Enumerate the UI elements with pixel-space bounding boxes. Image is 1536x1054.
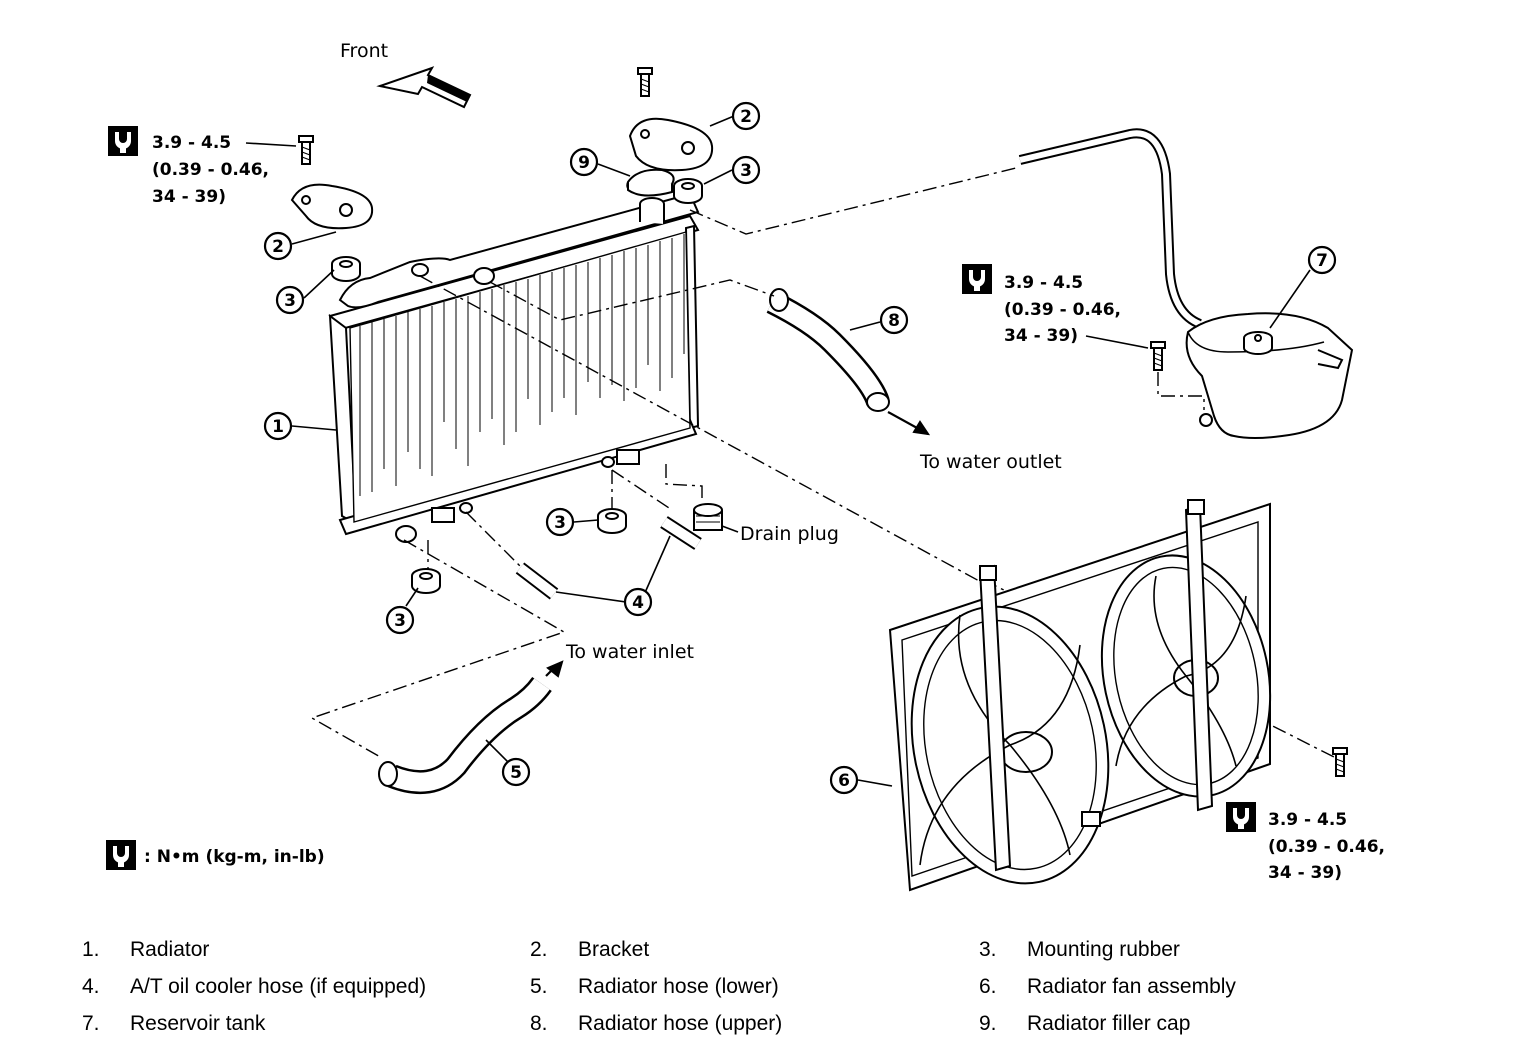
drain-plug-label: Drain plug [740,523,839,545]
legend-text: Radiator hose (lower) [578,975,779,998]
callout-3-left: 3 [275,269,335,315]
svg-text:3: 3 [740,161,752,181]
torque-wrench-icon [1226,802,1256,832]
mounting-rubber-top [673,178,703,204]
callout-3-bottom: 3 [385,587,419,635]
legend-number: 3. [979,938,997,961]
legend-number: 7. [82,1012,100,1035]
torque-value: 3.9 - 4.5 [1268,810,1347,830]
torque-wrench-icon [108,126,138,156]
top-right-hardware [626,67,714,204]
svg-text:2: 2 [740,107,752,127]
svg-text:8: 8 [888,311,900,331]
torque-wrench-icon [962,264,992,294]
torque-kgm: (0.39 - 0.46, [1004,300,1121,320]
radiator-fan-assembly [888,499,1348,892]
units-note-text: : N•m (kg-m, in-lb) [144,847,325,867]
bolt-icon [1150,341,1166,371]
mounting-rubber-left [331,256,361,282]
svg-text:7: 7 [1316,251,1328,271]
legend-text: Radiator fan assembly [1027,975,1236,998]
radiator-hose-upper [766,288,931,436]
radiator-hose-lower [378,660,564,794]
torque-inlb: 34 - 39) [1004,326,1078,346]
svg-text:3: 3 [554,513,566,533]
legend-text: Radiator filler cap [1027,1012,1191,1035]
torque-kgm: (0.39 - 0.46, [1268,837,1385,857]
legend-text: Radiator [130,938,210,961]
torque-spec-fan: 3.9 - 4.5 (0.39 - 0.46, 34 - 39) [1226,802,1385,883]
bracket-left-shape [290,183,374,230]
callout-9: 9 [569,147,631,177]
svg-text:9: 9 [578,153,590,173]
bolt-icon [637,67,653,97]
callout-7: 7 [1269,245,1337,329]
front-direction-arrow-icon [376,66,472,109]
legend-number: 1. [82,938,100,961]
mounting-rubber-lower-mid [597,508,627,534]
left-mount-hardware [290,135,374,282]
svg-text:4: 4 [632,593,644,613]
legend-text: Reservoir tank [130,1012,266,1035]
svg-text:6: 6 [838,771,850,791]
legend-text: A/T oil cooler hose (if equipped) [130,975,427,998]
legend-number: 8. [530,1012,548,1035]
bolt-icon [1332,747,1348,777]
front-label: Front [340,40,388,62]
svg-text:3: 3 [394,611,406,631]
legend-number: 4. [82,975,100,998]
to-water-inlet-label: To water inlet [565,641,694,663]
torque-spec-reservoir: 3.9 - 4.5 (0.39 - 0.46, 34 - 39) [962,264,1149,349]
callout-2-left: 2 [263,231,337,261]
callout-3-mid: 3 [545,507,599,537]
callout-2-top: 2 [709,101,761,131]
callout-3-top: 3 [703,155,761,185]
svg-text:5: 5 [510,763,522,783]
legend-text: Mounting rubber [1027,938,1180,961]
bolt-icon [298,135,314,165]
torque-inlb: 34 - 39) [1268,863,1342,883]
callout-4: 4 [623,587,653,617]
legend-number: 9. [979,1012,997,1035]
front-indicator: Front [340,40,472,109]
radiator-fins [359,234,685,496]
legend-number: 6. [979,975,997,998]
svg-text:3: 3 [284,291,296,311]
callout-6: 6 [829,765,893,795]
torque-wrench-icon [106,840,136,870]
at-oil-cooler-hoses [515,516,702,605]
svg-text:1: 1 [272,417,284,437]
callout-8: 8 [849,305,909,335]
torque-value: 3.9 - 4.5 [152,133,231,153]
callout-5: 5 [501,757,531,787]
svg-text:2: 2 [272,237,284,257]
torque-kgm: (0.39 - 0.46, [152,160,269,180]
filler-cap [626,168,675,197]
callouts: 1 2 2 3 3 3 3 [263,101,1337,795]
legend-text: Bracket [578,938,650,961]
units-note: : N•m (kg-m, in-lb) [106,840,325,870]
torque-inlb: 34 - 39) [152,187,226,207]
torque-value: 3.9 - 4.5 [1004,273,1083,293]
legend-number: 5. [530,975,548,998]
legend-number: 2. [530,938,548,961]
reservoir-hose [1018,128,1203,329]
to-water-outlet-label: To water outlet [919,451,1062,473]
torque-spec-bracket: 3.9 - 4.5 (0.39 - 0.46, 34 - 39) [108,126,297,207]
legend-text: Radiator hose (upper) [578,1012,783,1035]
drain-plug [693,503,723,531]
radiator [328,192,700,543]
bracket-top-shape [628,117,714,172]
callout-1: 1 [263,411,337,441]
reservoir-tank [1150,312,1354,439]
